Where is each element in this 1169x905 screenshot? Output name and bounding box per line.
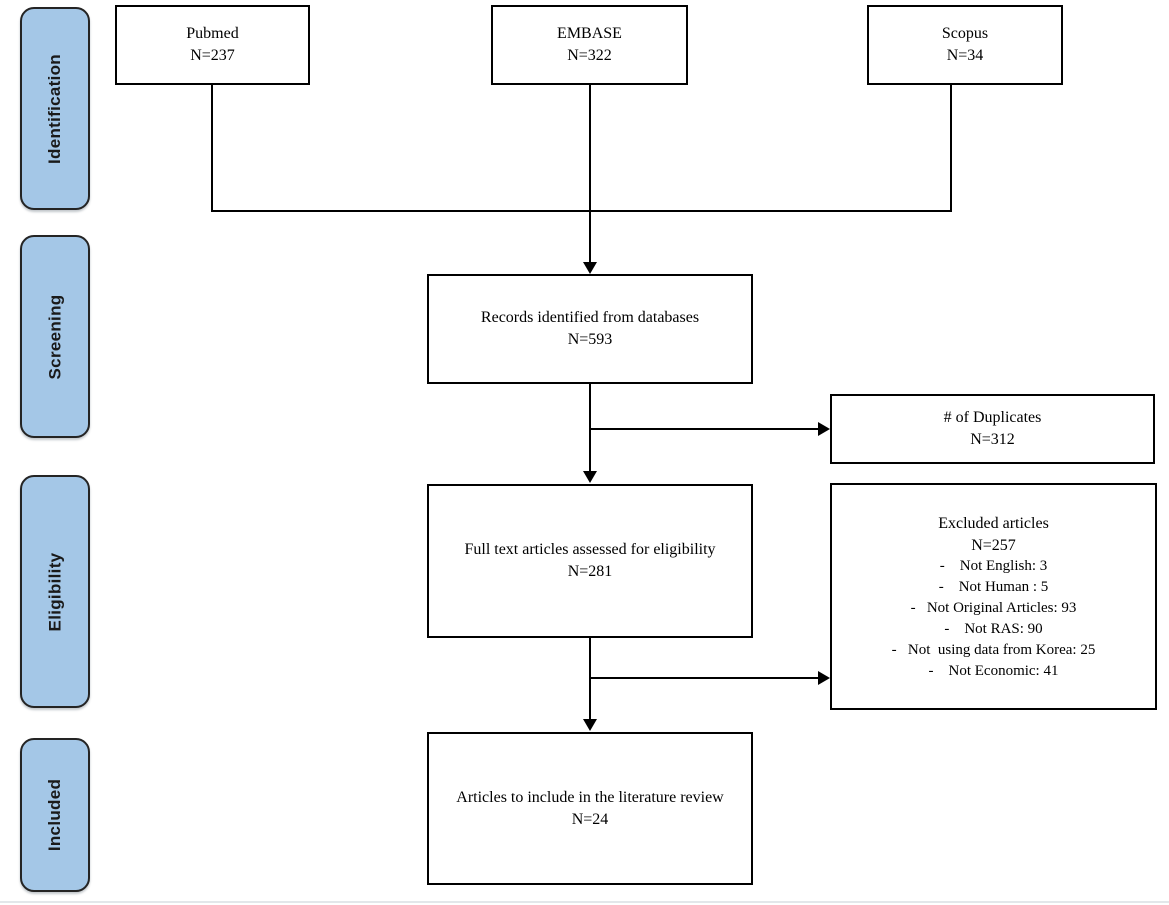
arrowhead-into-included bbox=[583, 719, 597, 731]
stage-included-label: Included bbox=[45, 778, 65, 852]
records-identified-count: N=593 bbox=[567, 331, 613, 348]
embase-label: EMBASE bbox=[557, 25, 622, 43]
excluded-articles-box: Excluded articles N=257 - Not English: 3… bbox=[830, 483, 1157, 710]
figure-bottom-border bbox=[0, 901, 1169, 903]
connector-scopus-down bbox=[950, 85, 952, 212]
excluded-articles-count: N=257 bbox=[971, 536, 1016, 554]
duplicates-count: N=312 bbox=[970, 431, 1015, 448]
excluded-reason: - Not using data from Korea: 25 bbox=[891, 642, 1096, 659]
arrowhead-into-records bbox=[583, 262, 597, 274]
fulltext-assessed-count: N=281 bbox=[567, 563, 613, 580]
connector-embase-to-records bbox=[589, 85, 591, 263]
arrowhead-into-fulltext bbox=[583, 471, 597, 483]
connector-fulltext-to-included bbox=[589, 638, 591, 720]
arrowhead-into-duplicates bbox=[818, 422, 830, 436]
excluded-reason: - Not Original Articles: 93 bbox=[910, 600, 1077, 617]
fulltext-assessed-box: Full text articles assessed for eligibil… bbox=[427, 484, 753, 638]
excluded-reason: - Not Human : 5 bbox=[938, 579, 1049, 596]
connector-branch-duplicates bbox=[589, 428, 818, 430]
stage-eligibility: Eligibility bbox=[20, 475, 90, 708]
duplicates-label: # of Duplicates bbox=[943, 409, 1042, 427]
excluded-reason: - Not RAS: 90 bbox=[944, 621, 1043, 638]
articles-included-count: N=24 bbox=[571, 810, 609, 828]
records-identified-label: Records identified from databases bbox=[480, 309, 700, 327]
connector-branch-excluded bbox=[589, 677, 818, 679]
stage-included: Included bbox=[20, 738, 90, 892]
records-identified-box: Records identified from databases N=593 bbox=[427, 274, 753, 384]
pubmed-box: Pubmed N=237 bbox=[115, 5, 310, 85]
articles-included-label: Articles to include in the literature re… bbox=[456, 788, 724, 806]
scopus-label: Scopus bbox=[941, 25, 989, 43]
stage-identification-label: Identification bbox=[45, 53, 65, 164]
excluded-reason: - Not English: 3 bbox=[939, 558, 1048, 575]
excluded-articles-reasons: - Not English: 3 - Not Human : 5 - Not O… bbox=[844, 556, 1143, 682]
connector-pubmed-down bbox=[211, 85, 213, 212]
excluded-reason: - Not Economic: 41 bbox=[928, 663, 1059, 680]
articles-included-box: Articles to include in the literature re… bbox=[427, 732, 753, 885]
pubmed-count: N=237 bbox=[190, 47, 235, 64]
connector-merge-horizontal bbox=[211, 210, 952, 212]
excluded-articles-label: Excluded articles bbox=[938, 515, 1049, 532]
embase-count: N=322 bbox=[567, 47, 612, 64]
stage-eligibility-label: Eligibility bbox=[45, 552, 64, 631]
stage-screening: Screening bbox=[20, 235, 90, 438]
arrowhead-into-excluded bbox=[818, 671, 830, 685]
scopus-count: N=34 bbox=[946, 47, 984, 64]
fulltext-assessed-label: Full text articles assessed for eligibil… bbox=[464, 541, 716, 559]
embase-box: EMBASE N=322 bbox=[491, 5, 688, 85]
duplicates-box: # of Duplicates N=312 bbox=[830, 394, 1155, 464]
stage-screening-label: Screening bbox=[45, 294, 64, 379]
scopus-box: Scopus N=34 bbox=[867, 5, 1063, 85]
stage-identification: Identification bbox=[20, 7, 90, 210]
pubmed-label: Pubmed bbox=[186, 25, 239, 43]
